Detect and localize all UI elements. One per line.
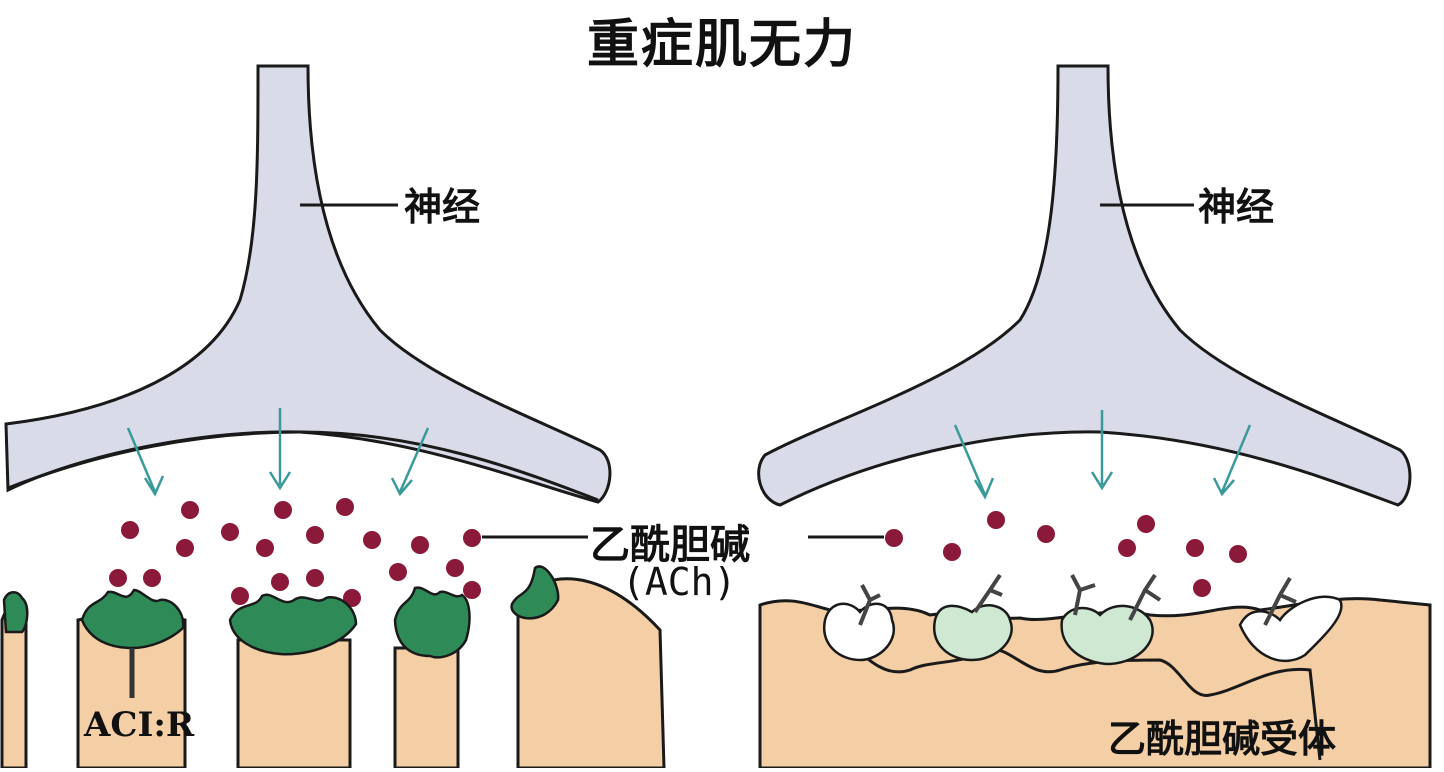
ach-molecule: [336, 498, 354, 516]
synaptic-membrane-left: [7, 430, 599, 502]
ach-receptor: [2, 591, 29, 634]
antibody: [973, 573, 1003, 614]
ach-molecule: [446, 559, 464, 577]
ach-molecule: [1229, 545, 1247, 563]
ach-molecules-right: [885, 511, 1247, 597]
ach-molecule: [1193, 579, 1211, 597]
achr-label: ACI:R: [84, 705, 195, 745]
ach-molecule: [411, 536, 429, 554]
release-arrow: [1090, 410, 1114, 491]
ach-receptor: [80, 588, 185, 650]
ach-molecules-left: [109, 498, 481, 607]
release-arrow: [268, 408, 292, 491]
ach-molecule: [463, 581, 481, 599]
ach-receptor-damaged: [822, 602, 895, 662]
antibody: [1128, 573, 1162, 621]
ach-molecule: [176, 539, 194, 557]
ach-molecule: [1037, 525, 1055, 543]
ach-receptor: [510, 565, 560, 620]
ach-molecule: [121, 521, 139, 539]
ach-receptor-damaged: [1238, 595, 1343, 663]
muscle-fold: [236, 638, 352, 770]
acetylcholine-label: 乙酰胆碱: [590, 521, 750, 568]
ach-molecule: [1137, 515, 1155, 533]
ach-receptors-left: [2, 565, 560, 698]
ach-molecule: [1118, 539, 1136, 557]
ach-molecule: [221, 523, 239, 541]
ach-molecule: [343, 589, 361, 607]
ach-molecule: [987, 511, 1005, 529]
ach-molecule: [306, 526, 324, 544]
release-arrows-left: [126, 408, 430, 497]
muscle-fold-right: [829, 623, 1322, 761]
ach-receptor-damaged: [1060, 604, 1154, 666]
release-arrow: [390, 427, 430, 497]
muscle-fold: [393, 646, 460, 770]
ach-receptor-damaged: [932, 604, 1013, 662]
nerve-terminal-left: [4, 64, 612, 504]
ach-molecule: [109, 569, 127, 587]
antibody: [858, 584, 881, 626]
receptor-label: 乙酰胆碱受体: [1108, 716, 1337, 761]
release-arrows-right: [953, 410, 1252, 500]
ach-molecule: [885, 529, 903, 547]
ach-molecule: [181, 501, 199, 519]
acetylcholine-abbr: (ACh): [622, 560, 737, 604]
ach-molecule: [274, 501, 292, 519]
ach-molecule: [231, 587, 249, 605]
ach-molecule: [463, 529, 481, 547]
ach-receptors-right: [822, 573, 1343, 666]
ach-receptor: [228, 593, 358, 656]
ach-molecule: [256, 539, 274, 557]
ach-molecule: [943, 543, 961, 561]
ach-receptor: [393, 586, 471, 659]
nerve-terminal-right: [757, 64, 1412, 507]
diagram-title: 重症肌无力: [586, 14, 857, 75]
ach-molecule: [143, 569, 161, 587]
ach-molecule: [363, 531, 381, 549]
release-arrow: [1212, 424, 1252, 497]
ach-molecule: [306, 569, 324, 587]
ach-molecule: [389, 563, 407, 581]
release-arrow: [953, 424, 995, 500]
release-arrow: [126, 427, 165, 497]
nerve-label-right: 神经: [1198, 184, 1275, 229]
muscle-fibers-left: [0, 577, 666, 770]
ach-molecule: [1186, 539, 1204, 557]
antibody: [1263, 576, 1297, 626]
antibody: [1070, 574, 1096, 616]
nerve-label-left: 神经: [404, 184, 481, 229]
ach-molecule: [271, 573, 289, 591]
